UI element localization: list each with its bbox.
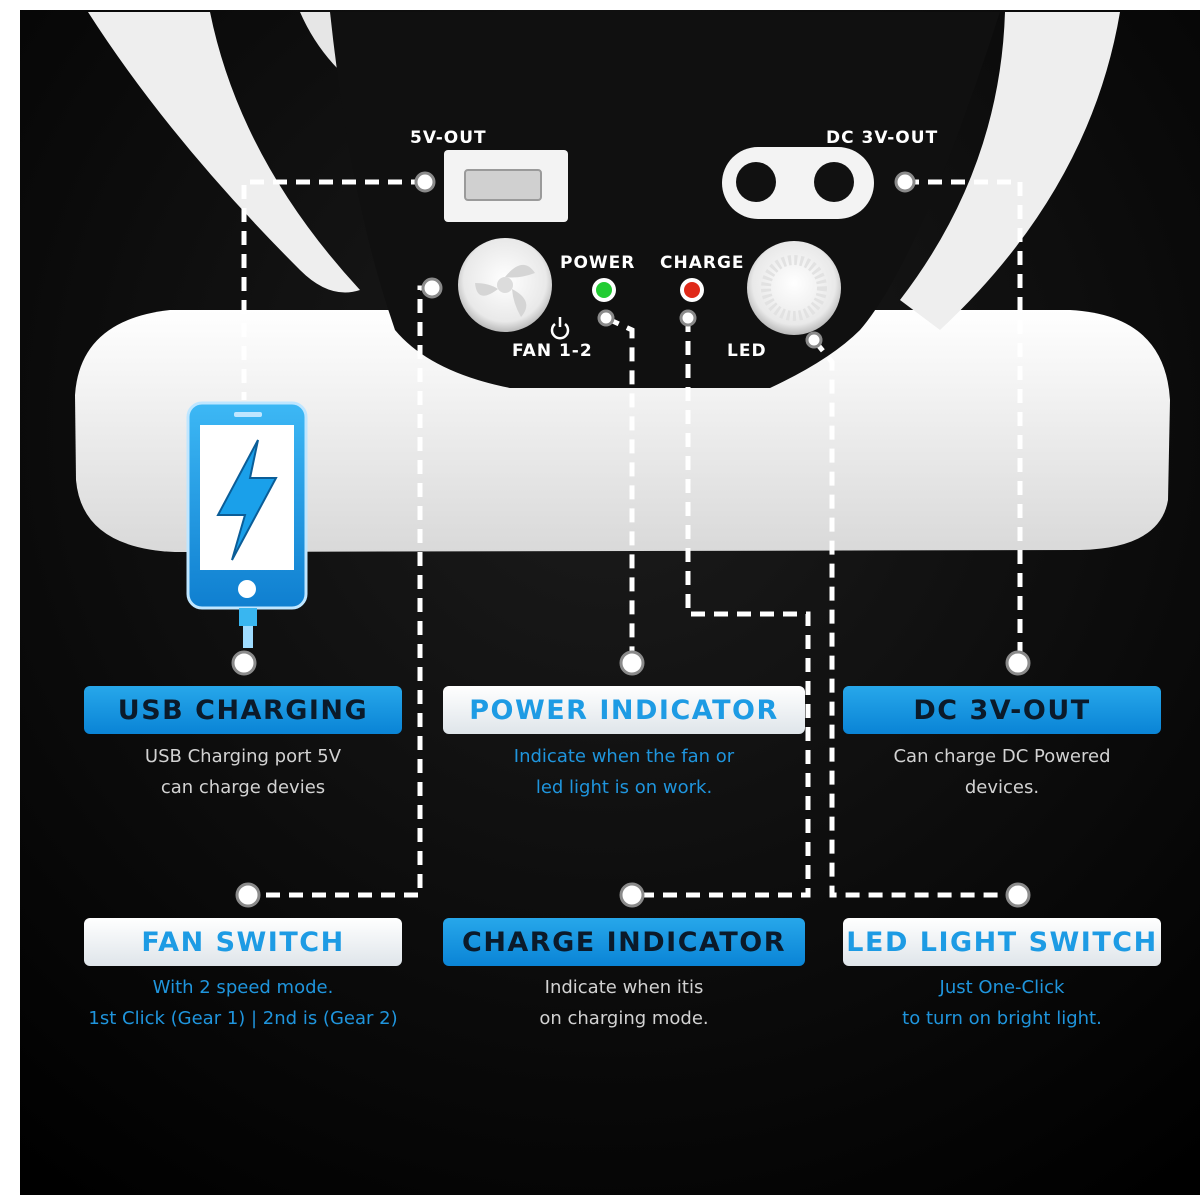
- power-indicator-title: POWER INDICATOR: [443, 686, 805, 734]
- led-icon: [761, 255, 827, 321]
- dot-fan-start: [421, 277, 443, 299]
- usb-charging-description: USB Charging port 5V can charge devies: [43, 741, 443, 803]
- power-indicator-description: Indicate when the fan or led light is on…: [424, 741, 824, 803]
- led-light-switch-line-1: Just One-Click: [939, 977, 1065, 998]
- dot-dc-end: [1005, 650, 1031, 676]
- fan-right-arm: [900, 12, 1120, 330]
- usb-slot: [464, 169, 542, 201]
- charge-led: [684, 282, 700, 298]
- led-light-switch-line-2: to turn on bright light.: [902, 1008, 1102, 1029]
- charge-indicator-line-2: on charging mode.: [539, 1008, 709, 1029]
- connector-dc: [905, 179, 1023, 662]
- charge-indicator-line-1: Indicate when itis: [544, 977, 704, 998]
- dc-3v-out-line-1: Can charge DC Powered: [893, 746, 1111, 767]
- led-light-switch-title: LED LIGHT SWITCH: [843, 918, 1161, 966]
- dot-dc-start: [894, 171, 916, 193]
- power-label: POWER: [560, 253, 636, 273]
- connector-dots: [231, 171, 1031, 908]
- fan-icon: [475, 264, 535, 317]
- power-led: [596, 282, 612, 298]
- fan-switch-line-1: With 2 speed mode.: [152, 977, 334, 998]
- dot-charge-start: [679, 309, 697, 327]
- connector-power: [604, 315, 635, 662]
- charge-indicator-description: Indicate when itis on charging mode.: [424, 972, 824, 1034]
- lightning-icon: [216, 439, 278, 561]
- dot-usb-end: [231, 650, 257, 676]
- dot-power-end: [619, 650, 645, 676]
- led-light-switch-description: Just One-Click to turn on bright light.: [802, 972, 1200, 1034]
- dot-power-start: [597, 309, 615, 327]
- connector-usb: [241, 179, 425, 400]
- connector-charge: [632, 318, 811, 898]
- connector-led: [812, 338, 1018, 898]
- fan-switch-line-2: 1st Click (Gear 1) | 2nd is (Gear 2): [88, 1008, 398, 1029]
- charge-indicator-title: CHARGE INDICATOR: [443, 918, 805, 966]
- usb-charging-line-1: USB Charging port 5V: [144, 746, 342, 767]
- fan-base: [75, 310, 1170, 552]
- dot-charge-end: [619, 882, 645, 908]
- phone-charging-icon: [186, 401, 308, 648]
- dc-3v-out-description: Can charge DC Powered devices.: [802, 741, 1200, 803]
- dot-fan-end: [235, 882, 261, 908]
- fan-left-arm: [88, 12, 360, 293]
- dc-port-label: DC 3V-OUT: [826, 128, 939, 148]
- usb-port-label: 5V-OUT: [410, 128, 487, 148]
- dot-led-start: [805, 331, 823, 349]
- dc-jack-left: [736, 162, 776, 202]
- fan-switch-title: FAN SWITCH: [84, 918, 402, 966]
- fan-button-label: FAN 1-2: [512, 341, 593, 361]
- power-indicator-line-2: led light is on work.: [535, 777, 713, 798]
- led-switch-button: [747, 241, 841, 335]
- dc-3v-out-title: DC 3V-OUT: [843, 686, 1161, 734]
- fan-switch-description: With 2 speed mode. 1st Click (Gear 1) | …: [43, 972, 443, 1034]
- fan-device: [75, 12, 1170, 552]
- charge-label: CHARGE: [660, 253, 745, 273]
- usb-charging-line-2: can charge devies: [160, 777, 326, 798]
- power-icon: [550, 317, 570, 340]
- dot-led-end: [1005, 882, 1031, 908]
- led-button-label: LED: [727, 341, 767, 361]
- dot-usb-start: [414, 171, 436, 193]
- dc-3v-out-line-2: devices.: [964, 777, 1040, 798]
- dc-jack-right: [814, 162, 854, 202]
- power-indicator-line-1: Indicate when the fan or: [513, 746, 735, 767]
- usb-charging-title: USB CHARGING: [84, 686, 402, 734]
